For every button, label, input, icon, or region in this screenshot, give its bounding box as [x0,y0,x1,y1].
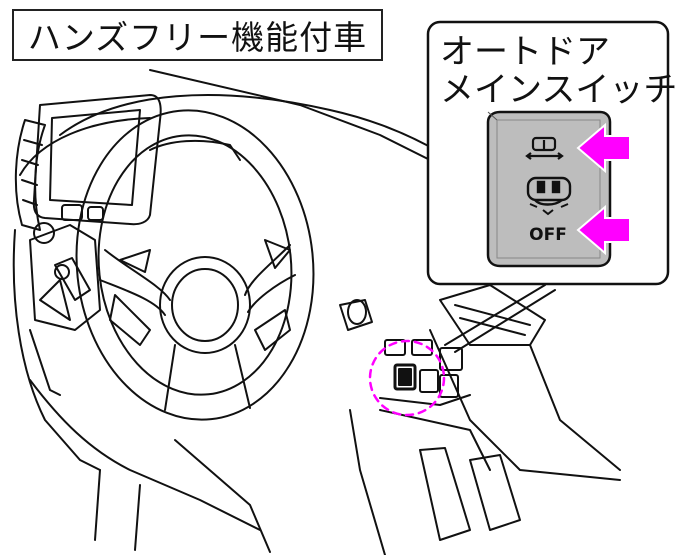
auto-door-main-switch[interactable] [393,363,417,391]
hands-free-door-icon [526,176,572,216]
windshield-line [149,69,471,181]
callout-label-line1: オートドア [440,32,610,72]
switch-cluster [379,339,471,406]
page-title: ハンズフリー機能付車 [12,9,383,61]
right-vent [439,284,546,346]
left-vent [14,119,46,231]
pedal [419,447,471,541]
arrows [576,122,631,256]
arrow-lower-icon [576,204,631,256]
shift-lever [54,257,91,301]
off-label: OFF [529,225,567,245]
callout-leader [444,284,546,346]
center-screen [32,94,162,226]
callout-label-line2: メインスイッチ [440,70,678,110]
steering-hub [159,256,251,354]
switch-indicator-circle [368,339,446,417]
dashboard-edge [19,117,151,176]
steering-wheel [75,109,315,421]
center-console [29,224,101,331]
door-open-close-icon [525,136,564,160]
arrow-upper-icon [576,122,631,174]
